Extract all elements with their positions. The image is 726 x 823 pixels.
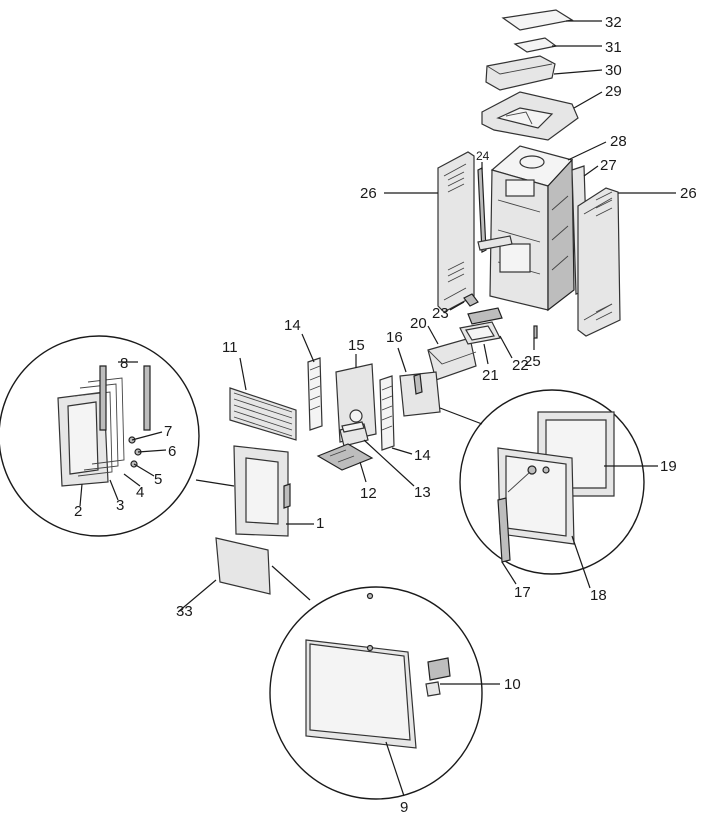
label-18: 18 bbox=[590, 587, 607, 604]
insulation-panel-14-right bbox=[379, 375, 395, 451]
label-1: 1 bbox=[316, 515, 324, 532]
label-14-top: 14 bbox=[284, 317, 301, 334]
label-26-left: 26 bbox=[360, 185, 377, 202]
burn-pot-13 bbox=[339, 421, 369, 447]
top-glass-cover-32 bbox=[501, 9, 574, 31]
label-6: 6 bbox=[168, 443, 176, 460]
label-20: 20 bbox=[410, 315, 427, 332]
screw-part-25 bbox=[533, 325, 538, 339]
plate-22 bbox=[467, 307, 503, 325]
label-26-right: 26 bbox=[680, 185, 697, 202]
internal-rod-24 bbox=[477, 167, 513, 253]
insulation-panel-14-left bbox=[307, 357, 323, 431]
label-32: 32 bbox=[605, 14, 622, 31]
label-30: 30 bbox=[605, 62, 622, 79]
lower-front-panel-33 bbox=[215, 537, 271, 595]
base-plate-12 bbox=[316, 443, 374, 471]
label-16: 16 bbox=[386, 329, 403, 346]
label-11: 11 bbox=[222, 339, 238, 356]
left-side-panel-26 bbox=[437, 151, 475, 313]
detail-circle-plate bbox=[459, 389, 645, 575]
label-21: 21 bbox=[482, 367, 499, 384]
label-22: 22 bbox=[512, 357, 529, 374]
label-5: 5 bbox=[154, 471, 162, 488]
back-panel-15 bbox=[335, 363, 377, 443]
stove-body-frame-28 bbox=[489, 145, 575, 312]
label-29: 29 bbox=[605, 83, 622, 100]
label-19: 19 bbox=[660, 458, 677, 475]
label-14-bottom: 14 bbox=[414, 447, 431, 464]
leader-lines bbox=[79, 20, 676, 797]
label-28: 28 bbox=[610, 133, 627, 150]
top-cover-30 bbox=[485, 55, 556, 91]
label-13: 13 bbox=[414, 484, 431, 501]
label-2: 2 bbox=[74, 503, 82, 520]
foot-part-23 bbox=[463, 293, 479, 307]
label-27: 27 bbox=[600, 157, 617, 174]
label-7: 7 bbox=[164, 423, 172, 440]
label-4: 4 bbox=[136, 484, 144, 501]
label-17: 17 bbox=[514, 584, 531, 601]
label-33: 33 bbox=[176, 603, 193, 620]
top-plate-31 bbox=[513, 37, 558, 53]
label-25: 25 bbox=[524, 353, 541, 370]
front-door-1 bbox=[233, 445, 291, 537]
label-9: 9 bbox=[400, 799, 408, 816]
callout-labels: 32 31 30 29 28 27 26 26 24 23 25 20 21 2… bbox=[74, 14, 697, 816]
top-frame-29 bbox=[481, 91, 579, 141]
label-24: 24 bbox=[476, 149, 490, 163]
label-3: 3 bbox=[116, 497, 124, 514]
label-31: 31 bbox=[605, 39, 622, 56]
detail-circle-door bbox=[0, 335, 200, 537]
detail-circle-front-panel bbox=[269, 586, 483, 800]
label-10: 10 bbox=[504, 676, 521, 693]
grille-11 bbox=[229, 387, 297, 441]
door-plate-16 bbox=[399, 371, 441, 417]
grate-21 bbox=[459, 321, 501, 345]
label-15: 15 bbox=[348, 337, 365, 354]
ash-box-20 bbox=[427, 337, 477, 381]
label-23: 23 bbox=[432, 305, 449, 322]
label-12: 12 bbox=[360, 485, 377, 502]
right-side-panel-26 bbox=[577, 187, 621, 337]
label-8: 8 bbox=[120, 355, 128, 372]
